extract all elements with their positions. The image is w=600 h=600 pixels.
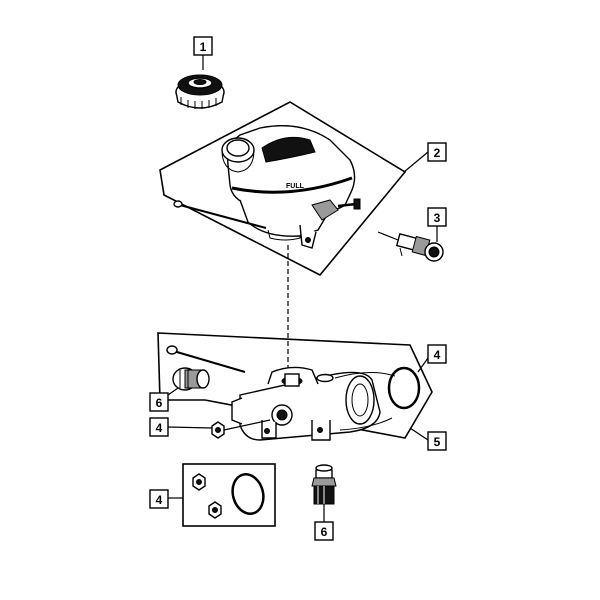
svg-text:3: 3 [434,211,441,225]
brake-line-fitting-left [172,367,210,391]
svg-text:2: 2 [434,146,441,160]
reservoir-group-outline [159,101,407,277]
callout-4-right[interactable]: 4 [427,344,447,364]
callout-4-kit[interactable]: 4 [149,489,169,509]
svg-text:6: 6 [156,396,163,410]
fluid-level-sensor [395,233,444,262]
svg-text:4: 4 [156,421,163,435]
svg-text:4: 4 [434,348,441,362]
callout-2[interactable]: 2 [427,142,447,162]
callout-6-bottom[interactable]: 6 [314,521,334,541]
seal-kit-outline [182,463,276,527]
master-cylinder [231,366,396,441]
callout-6-left[interactable]: 6 [149,392,169,412]
callout-1[interactable]: 1 [193,36,213,56]
svg-text:1: 1 [200,40,207,54]
reservoir-full-mark: FULL [286,183,305,190]
callout-4-left[interactable]: 4 [149,417,169,437]
reservoir-cap [175,74,225,109]
svg-text:4: 4 [156,493,163,507]
fluid-reservoir: FULL [173,125,361,249]
brake-line [169,349,246,373]
svg-text:6: 6 [321,525,328,539]
seal-kit [192,473,265,519]
callout-5[interactable]: 5 [427,431,447,451]
o-ring-seal [387,366,421,410]
svg-text:5: 5 [434,435,441,449]
callout-3[interactable]: 3 [427,207,447,227]
hex-nut [211,421,225,439]
brake-line-fitting-bottom [311,464,337,505]
